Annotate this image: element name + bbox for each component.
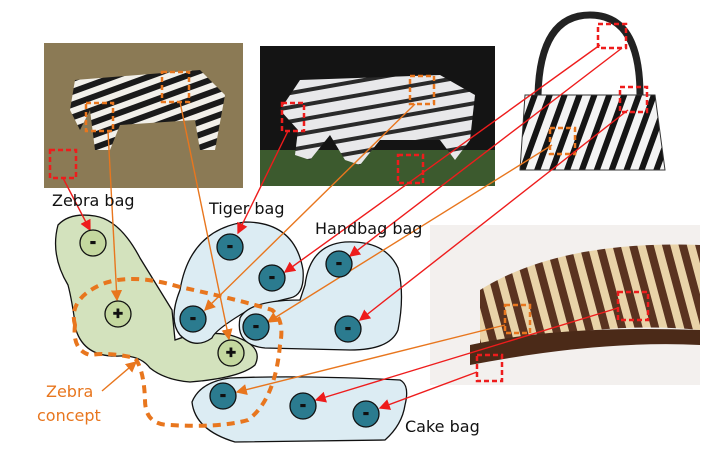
svg-text:-: - [190,312,195,327]
cake-patch-2 [503,303,532,335]
arrow [314,307,619,403]
negative-instance: - [334,315,362,343]
svg-text:+: + [113,307,124,322]
negative-instance: - [242,313,270,341]
negative-instance: - [325,250,353,278]
negative-instance: - [209,382,237,410]
tiger-patch-1 [280,101,306,133]
svg-text:-: - [253,320,258,335]
svg-text:-: - [336,257,341,272]
handbag-image [519,11,666,171]
svg-text:+: + [226,346,237,361]
negative-instance: - [79,229,107,257]
handbag-patch-2 [618,85,649,114]
cake-image [430,225,700,385]
svg-text:-: - [300,399,305,414]
arrow [348,47,623,257]
tiger-image [260,46,495,186]
negative-instance: - [179,305,207,333]
tiger-bag-label: Tiger bag [208,199,285,218]
cake-patch-1 [616,290,650,322]
arrow [266,144,553,323]
cake-bag-label: Cake bag [405,417,480,436]
arrow [107,130,123,302]
tiger-patch-2 [408,74,436,106]
svg-text:-: - [220,389,225,404]
arrow [358,109,629,321]
zebra-bag-label: Zebra bag [52,191,135,210]
tiger-patch-3 [396,153,425,185]
handbag-patch-3 [548,126,577,156]
negative-instance: - [289,392,317,420]
svg-text:-: - [363,407,368,422]
zebra-positive-patch-1 [84,101,115,133]
handbag-bag-label: Handbag bag [315,219,422,238]
arrow [62,177,91,232]
handbag-patch-1 [596,22,628,50]
negative-instance: - [258,264,286,292]
arrow [235,324,506,396]
svg-text:-: - [90,236,95,251]
arrow [237,130,289,235]
zebra-concept-label-line2: concept [37,406,101,425]
positive-instance: + [104,300,132,328]
zebra-concept-boundary [71,277,284,428]
positive-instance: + [217,339,245,367]
svg-text:-: - [227,240,232,255]
negative-instance: - [216,233,244,261]
negative-instance: - [352,400,380,428]
svg-text:-: - [345,322,350,337]
zebra-concept-label-line1: Zebra [46,382,93,401]
zebra-concept-arrow [101,361,138,392]
svg-text:-: - [269,271,274,286]
arrow [179,101,233,341]
arrow [283,44,601,273]
arrow [204,103,416,311]
cake-patch-3 [475,353,504,383]
zebra-positive-patch-2 [160,70,191,104]
zebra-image [44,43,243,188]
arrow [378,371,478,410]
